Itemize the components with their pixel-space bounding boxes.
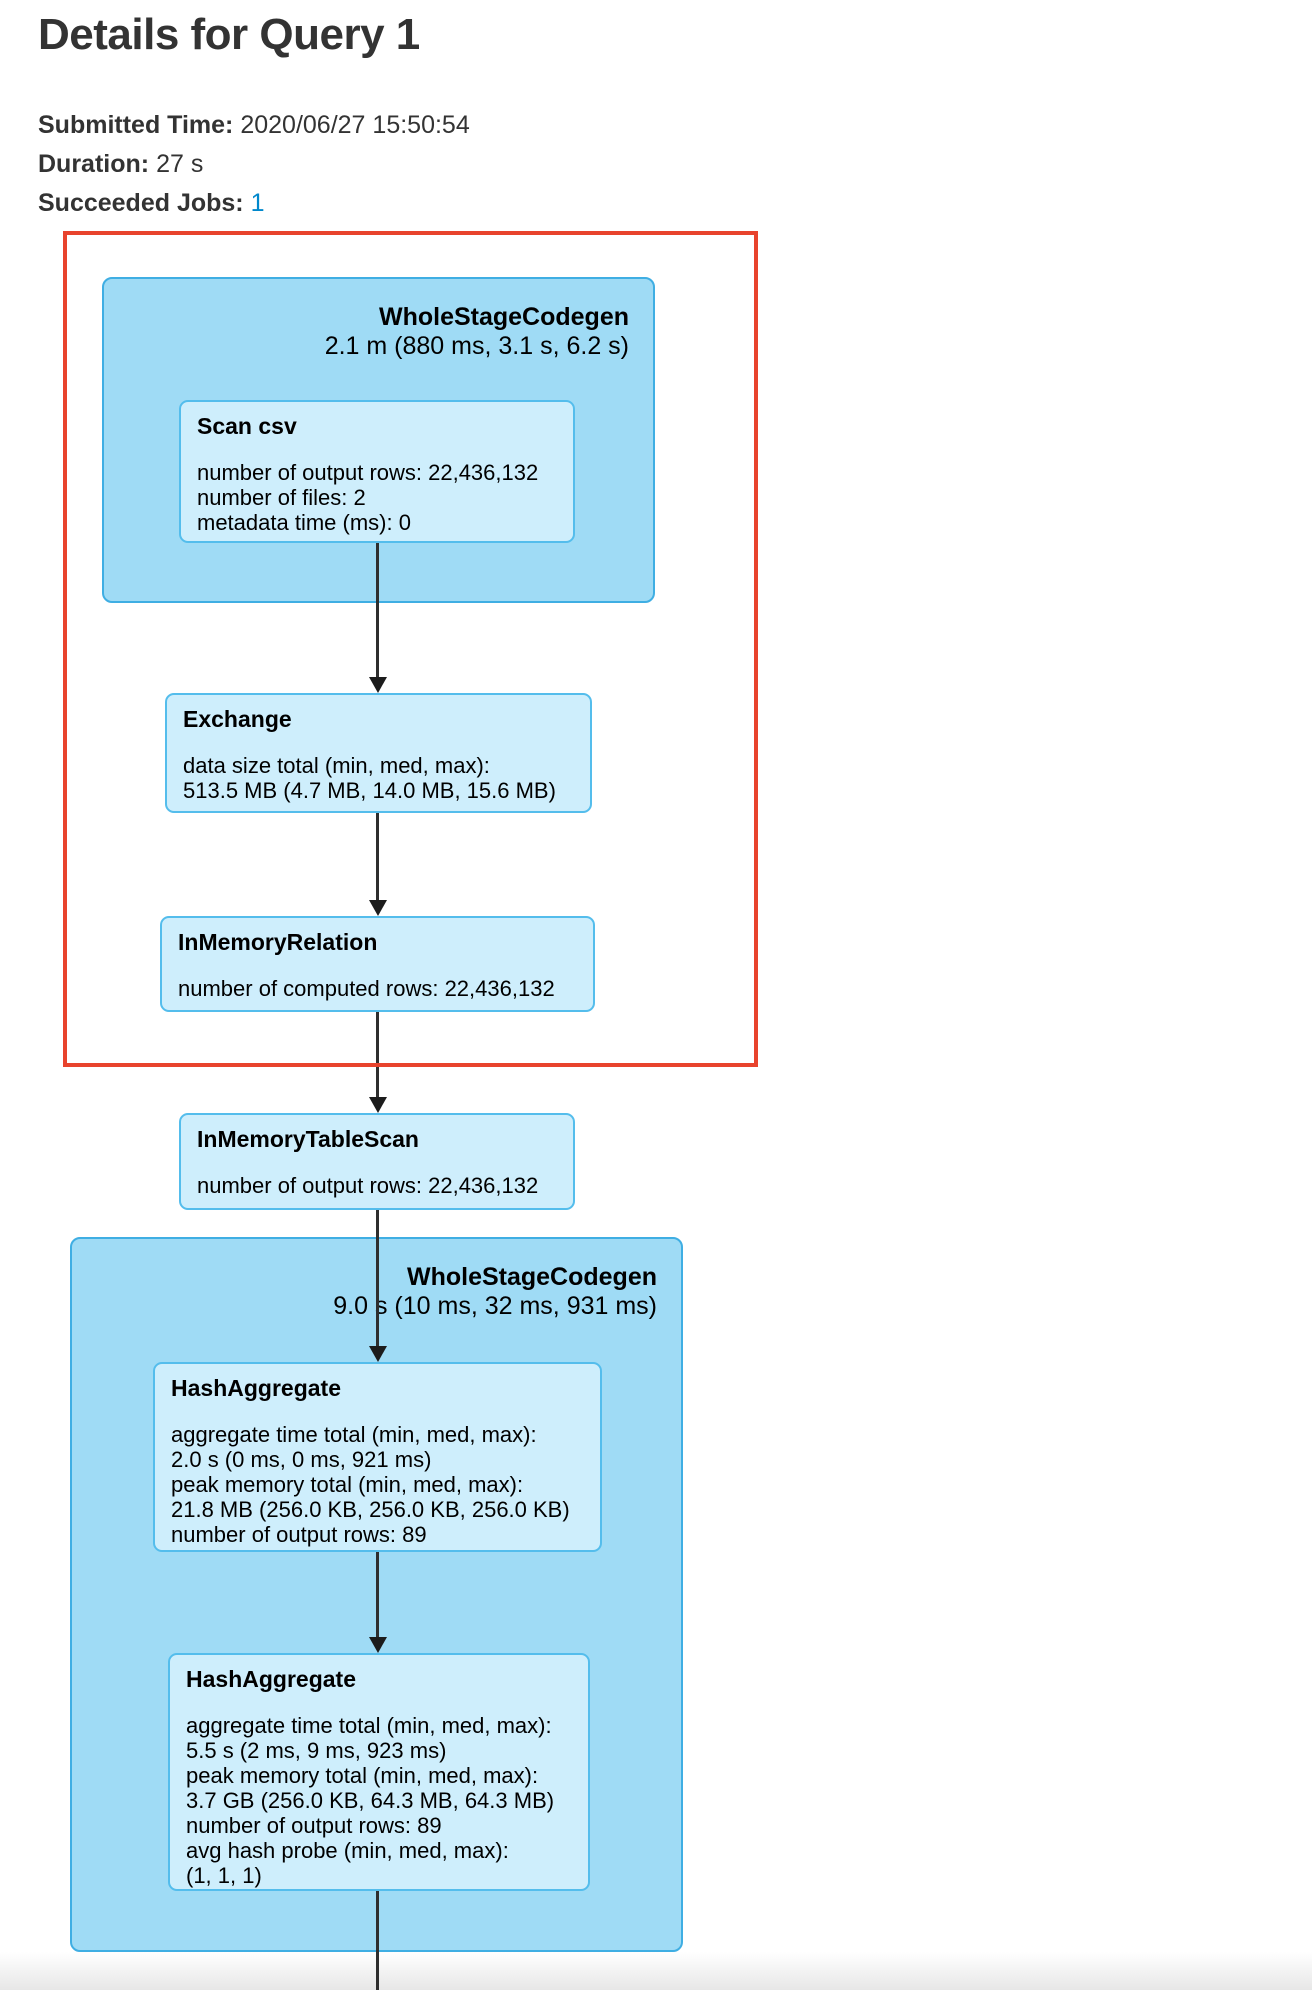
cluster-2-name: WholeStageCodegen <box>406 1263 657 1291</box>
meta-submitted-time: Submitted Time: 2020/06/27 15:50:54 <box>38 106 470 145</box>
cluster-2-timing: 9.0 s (10 ms, 32 ms, 931 ms) <box>333 1292 657 1320</box>
edge-inmemorytablescan-to-hashaggregate-arrow-icon <box>369 1210 387 1362</box>
duration-label: Duration: <box>38 150 150 178</box>
arrowhead-icon <box>369 900 387 916</box>
plan-node-hashaggregate-2[interactable]: HashAggregate aggregate time total (min,… <box>168 1653 590 1891</box>
cluster-1-timing: 2.1 m (880 ms, 3.1 s, 6.2 s) <box>324 332 629 360</box>
plan-node-exchange[interactable]: Exchange data size total (min, med, max)… <box>165 693 592 813</box>
submitted-time-label: Submitted Time: <box>38 111 234 139</box>
plan-bottom-fade <box>0 1952 1312 1990</box>
node-metric: 5.5 s (2 ms, 9 ms, 923 ms) <box>186 1738 447 1763</box>
node-metric: 3.7 GB (256.0 KB, 64.3 MB, 64.3 MB) <box>186 1788 555 1813</box>
edge-exchange-to-inmemoryrelation-arrow-icon <box>369 813 387 916</box>
node-metric: number of output rows: 89 <box>171 1522 427 1547</box>
node-title: HashAggregate <box>171 1375 341 1401</box>
edge-hashaggregate-to-hashaggregate-arrow-icon <box>369 1552 387 1653</box>
node-metric: aggregate time total (min, med, max): <box>171 1422 537 1447</box>
plan-node-hashaggregate-1[interactable]: HashAggregate aggregate time total (min,… <box>153 1362 602 1552</box>
node-metric: 2.0 s (0 ms, 0 ms, 921 ms) <box>171 1447 432 1472</box>
arrowhead-icon <box>369 1346 387 1362</box>
node-metric: peak memory total (min, med, max): <box>186 1763 539 1788</box>
node-metric: (1, 1, 1) <box>186 1863 262 1888</box>
edge-inmemoryrelation-to-inmemorytablescan-arrow-icon <box>369 1012 387 1113</box>
cluster-2-title: WholeStageCodegen 9.0 s (10 ms, 32 ms, 9… <box>333 1263 657 1321</box>
node-title: InMemoryTableScan <box>197 1126 419 1152</box>
node-title: InMemoryRelation <box>178 929 378 955</box>
node-title: Scan csv <box>197 413 297 439</box>
node-metric: avg hash probe (min, med, max): <box>186 1838 509 1863</box>
node-metric: number of files: 2 <box>197 485 366 510</box>
arrowhead-icon <box>369 677 387 693</box>
edge-scan-to-exchange-arrow-icon <box>369 543 387 693</box>
cluster-1-title: WholeStageCodegen 2.1 m (880 ms, 3.1 s, … <box>325 303 629 361</box>
cluster-1-name: WholeStageCodegen <box>378 303 629 331</box>
page-title: Details for Query 1 <box>38 10 420 59</box>
plan-node-inmemorytablescan[interactable]: InMemoryTableScan number of output rows:… <box>179 1113 575 1210</box>
edge-hashaggregate-down-offscreen-line <box>376 1891 379 1990</box>
node-metric: data size total (min, med, max): <box>183 753 490 778</box>
meta-succeeded-jobs: Succeeded Jobs: 1 <box>38 184 470 223</box>
plan-node-inmemoryrelation[interactable]: InMemoryRelation number of computed rows… <box>160 916 595 1012</box>
node-metric: aggregate time total (min, med, max): <box>186 1713 552 1738</box>
succeeded-jobs-label: Succeeded Jobs: <box>38 189 244 217</box>
plan-node-scan-csv[interactable]: Scan csv number of output rows: 22,436,1… <box>179 400 575 543</box>
node-metric: 513.5 MB (4.7 MB, 14.0 MB, 15.6 MB) <box>183 778 556 803</box>
submitted-time-value: 2020/06/27 15:50:54 <box>240 111 470 139</box>
node-metric: 21.8 MB (256.0 KB, 256.0 KB, 256.0 KB) <box>171 1497 570 1522</box>
arrowhead-icon <box>369 1637 387 1653</box>
node-metric: peak memory total (min, med, max): <box>171 1472 524 1497</box>
query-meta: Submitted Time: 2020/06/27 15:50:54 Dura… <box>38 106 470 223</box>
node-metric: number of output rows: 22,436,132 <box>197 1173 539 1198</box>
node-metric: number of output rows: 22,436,132 <box>197 460 539 485</box>
succeeded-jobs-link[interactable]: 1 <box>250 189 265 217</box>
meta-duration: Duration: 27 s <box>38 145 470 184</box>
node-title: HashAggregate <box>186 1666 356 1692</box>
arrowhead-icon <box>369 1097 387 1113</box>
node-title: Exchange <box>183 706 292 732</box>
node-metric: number of computed rows: 22,436,132 <box>178 976 555 1001</box>
duration-value: 27 s <box>156 150 204 178</box>
node-metric: metadata time (ms): 0 <box>197 510 411 535</box>
node-metric: number of output rows: 89 <box>186 1813 442 1838</box>
